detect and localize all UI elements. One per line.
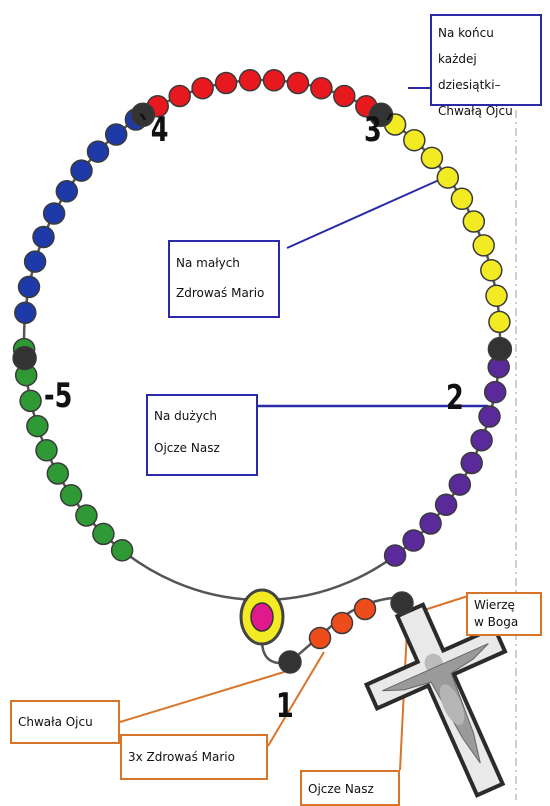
callout-line-glory: [119, 671, 285, 723]
bead-yellow-4: [472, 234, 495, 257]
callout-creed-line2: w Boga: [474, 615, 519, 629]
bead-yellow-2: [485, 284, 508, 308]
decade-number-3: 3´: [364, 110, 395, 150]
bead-blue-8: [23, 250, 47, 273]
bead-yellow-9: [403, 128, 426, 152]
bead-large-4: [487, 336, 513, 362]
callout-large-beads-line1: Na dużych: [154, 409, 217, 423]
callout-our-father-text: Ojcze Nasz: [308, 782, 374, 796]
callout-glory-text: Chwała Ojcu: [18, 715, 93, 729]
bead-purple-7: [470, 428, 493, 452]
bead-green-9: [92, 522, 115, 546]
bead-large-3: [12, 345, 37, 371]
bead-green-4: [26, 414, 49, 438]
bead-yellow-3: [480, 259, 503, 282]
bead-red-8: [191, 76, 214, 100]
bead-yellow-6: [450, 187, 474, 211]
bead-purple-9: [483, 380, 507, 404]
callout-large-beads: Na dużych Ojcze Nasz: [146, 394, 258, 476]
crucifix-icon: [363, 602, 508, 798]
bead-pendant-glory: [278, 650, 302, 674]
bead-green-8: [75, 504, 98, 527]
bead-blue-5: [55, 180, 79, 203]
bead-green-3: [19, 389, 42, 413]
center-medal-icon: [239, 588, 285, 646]
bead-blue-4: [70, 159, 93, 182]
decade-number-2: 2: [446, 378, 464, 418]
callout-line-small: [286, 175, 449, 249]
bead-yellow-1: [488, 310, 511, 334]
callout-small-beads-line2: Zdrowaś Mario: [176, 286, 265, 300]
bead-red-2: [333, 84, 356, 108]
callout-line-hail: [267, 651, 325, 747]
bead-green-5: [35, 439, 58, 462]
bead-red-4: [286, 71, 310, 95]
callout-three-hail-text: 3x Zdrowaś Mario: [128, 750, 235, 764]
bead-purple-1: [383, 544, 407, 567]
bead-pendant-creed: [390, 591, 414, 615]
decade-number-4: `4: [138, 110, 169, 150]
callout-decade-end-line2: dziesiątki–: [438, 78, 501, 92]
bead-green-7: [59, 484, 83, 507]
bead-purple-3: [419, 512, 442, 535]
bead-purple-5: [448, 473, 472, 496]
bead-red-3: [310, 76, 333, 100]
callout-small-beads: Na małych Zdrowaś Mario: [168, 240, 280, 318]
rosary-beads: [12, 69, 513, 674]
decade-number-5: -5: [44, 376, 73, 416]
callout-creed: Wierzę w Boga: [466, 592, 542, 636]
callout-large-beads-line2: Ojcze Nasz: [154, 441, 220, 455]
callout-small-beads-line1: Na małych: [176, 256, 240, 270]
bead-green-10: [110, 539, 134, 562]
callout-three-hail: 3x Zdrowaś Mario: [120, 734, 268, 780]
bead-blue-2: [104, 123, 128, 146]
bead-blue-3: [86, 140, 110, 163]
bead-purple-2: [402, 529, 425, 552]
bead-blue-6: [42, 202, 66, 225]
callout-creed-line1: Wierzę: [474, 598, 515, 612]
bead-pendant-hail-1: [308, 626, 332, 650]
bead-red-9: [168, 84, 191, 108]
callout-glory: Chwała Ojcu: [10, 700, 120, 744]
bead-green-6: [46, 462, 70, 485]
decade-number-1: 1: [276, 686, 294, 726]
bead-large-2: [130, 102, 156, 128]
bead-large-1: [368, 102, 394, 128]
bead-yellow-7: [436, 166, 460, 189]
callout-decade-end: Na końcu każdej dziesiątki– Chwałą Ojcu: [430, 14, 542, 118]
bead-purple-4: [434, 493, 458, 517]
bead-yellow-5: [462, 210, 486, 233]
bead-blue-9: [17, 275, 41, 299]
bead-pendant-hail-3: [353, 597, 377, 621]
bead-blue-10: [14, 301, 37, 325]
bead-purple-8: [478, 405, 501, 428]
callout-our-father: Ojcze Nasz: [300, 770, 400, 806]
bead-red-7: [214, 71, 238, 95]
bead-pendant-hail-2: [330, 611, 354, 635]
bead-blue-7: [32, 225, 55, 249]
callout-decade-end-line1: Na końcu każdej: [438, 26, 494, 66]
bead-yellow-8: [420, 146, 444, 170]
bead-purple-6: [460, 451, 483, 475]
callout-decade-end-line3: Chwałą Ojcu: [438, 104, 513, 118]
bead-red-5: [262, 69, 286, 92]
bead-red-6: [238, 69, 262, 92]
